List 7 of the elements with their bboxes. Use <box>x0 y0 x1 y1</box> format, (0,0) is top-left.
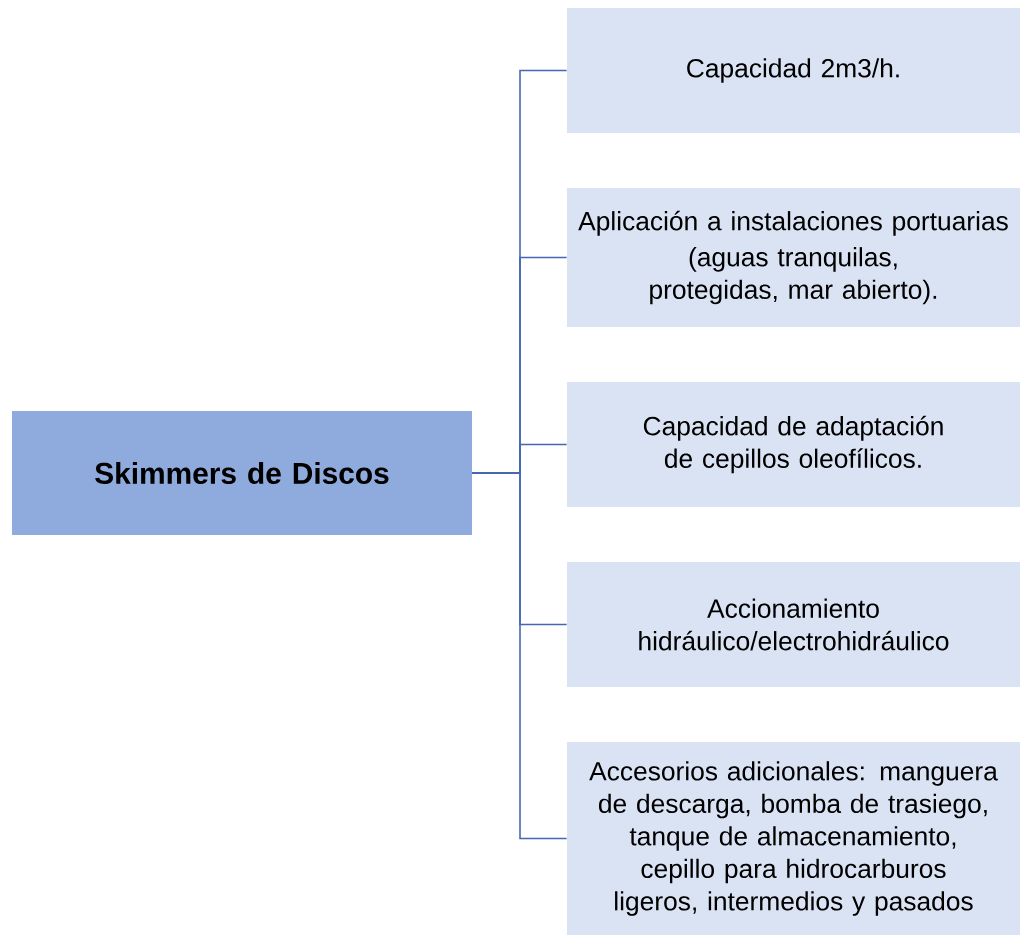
connector-line <box>471 472 568 840</box>
info-box: Capacidad de adaptación de cepillos oleofílicos. <box>567 382 1020 507</box>
info-box: Accionamiento hidráulico/electrohidráulico <box>567 562 1020 687</box>
topic-box: Skimmers de Discos <box>12 411 472 535</box>
info-box: Accesorios adicionales: manguera de descarga, bomba de trasiego, tanque de almacenamiento, cepillo para hidrocarburos ligeros, intermedios y pasados <box>567 742 1020 935</box>
info-box: Aplicación a instalaciones portuarias (aguas tranquilas, protegidas, mar abierto). <box>567 188 1020 327</box>
info-box: Capacidad 2m3/h. <box>567 8 1020 133</box>
